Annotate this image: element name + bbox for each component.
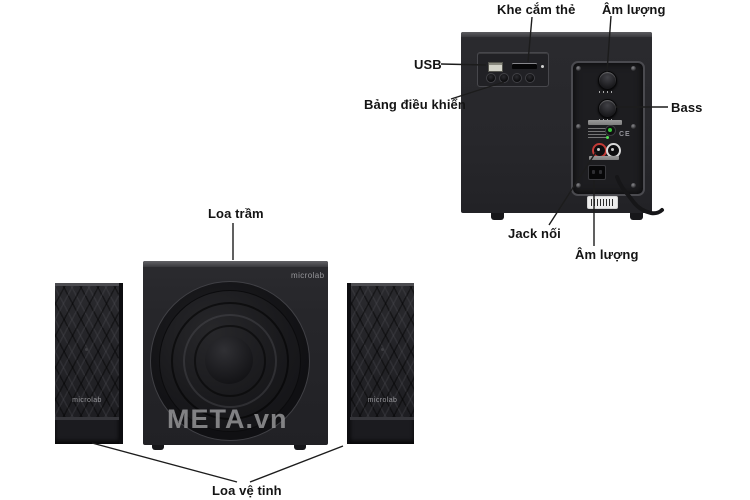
satellite-grille: microlab — [351, 286, 414, 417]
usb-port — [488, 62, 503, 72]
watermark-text: META.vn — [167, 404, 288, 434]
satellite-base — [55, 417, 119, 444]
woofer-ring — [171, 302, 289, 420]
power-socket — [588, 165, 606, 180]
satellite-base — [350, 417, 414, 444]
panel-screw — [576, 66, 581, 71]
satellite-brand-text: microlab — [72, 397, 102, 404]
woofer-ring — [183, 314, 277, 408]
woofer-ring — [194, 325, 266, 397]
subwoofer-top-face — [143, 261, 328, 267]
line-satellite-right — [249, 445, 344, 483]
panel-screw — [631, 66, 636, 71]
panel-screw — [631, 183, 636, 188]
satellite-speaker-right: microlab — [347, 283, 414, 444]
satellite-top-face — [55, 283, 123, 286]
control-pod — [477, 52, 549, 87]
panel-screw — [631, 124, 636, 129]
pod-button — [512, 73, 522, 83]
subwoofer-foot-right — [294, 445, 306, 450]
label-satellite: Loa vệ tinh — [212, 483, 282, 498]
panel-screw — [576, 124, 581, 129]
label-volume-bottom: Âm lượng — [575, 247, 639, 262]
panel-screw — [576, 183, 581, 188]
back-cabinet-top-face — [461, 32, 652, 37]
ce-mark: CE — [619, 131, 631, 138]
bass-knob — [598, 99, 617, 118]
satellite-side-edge — [347, 283, 351, 444]
satellite-top-face — [347, 283, 414, 286]
label-jack: Jack nối — [508, 226, 561, 241]
pod-button — [486, 73, 496, 83]
pod-button — [499, 73, 509, 83]
grille-center-dot — [85, 348, 88, 351]
label-volume-top: Âm lượng — [602, 2, 666, 17]
pod-indicator-led — [541, 65, 544, 68]
spec-text-lines — [588, 128, 606, 138]
satellite-brand-text: microlab — [367, 397, 398, 404]
label-usb: USB — [414, 57, 442, 72]
sd-card-slot — [512, 63, 537, 69]
label-control-panel: Bảng điều khiển — [364, 97, 466, 112]
spec-sticker — [588, 120, 622, 125]
back-foot-left — [491, 213, 504, 220]
volume-knob — [598, 71, 617, 90]
subwoofer-foot-left — [152, 445, 164, 450]
label-subwoofer: Loa trầm — [208, 206, 264, 221]
satellite-speaker-left: microlab — [55, 283, 123, 444]
volume-knob-marks — [599, 91, 615, 93]
grille-center-dot — [381, 348, 384, 351]
line-satellite-left — [91, 442, 238, 483]
satellite-side-edge — [119, 283, 123, 444]
woofer-dust-cap — [205, 336, 253, 384]
barcode-sticker — [588, 197, 617, 208]
label-card-slot: Khe cắm thẻ — [497, 2, 576, 17]
model-sticker — [589, 156, 619, 160]
pod-button — [525, 73, 535, 83]
aux-jack-green — [605, 125, 616, 136]
back-foot-right — [630, 213, 643, 220]
satellite-grille: microlab — [55, 286, 119, 417]
subwoofer-brand-text: microlab — [291, 271, 325, 280]
status-led — [606, 136, 609, 139]
label-bass: Bass — [671, 100, 703, 115]
